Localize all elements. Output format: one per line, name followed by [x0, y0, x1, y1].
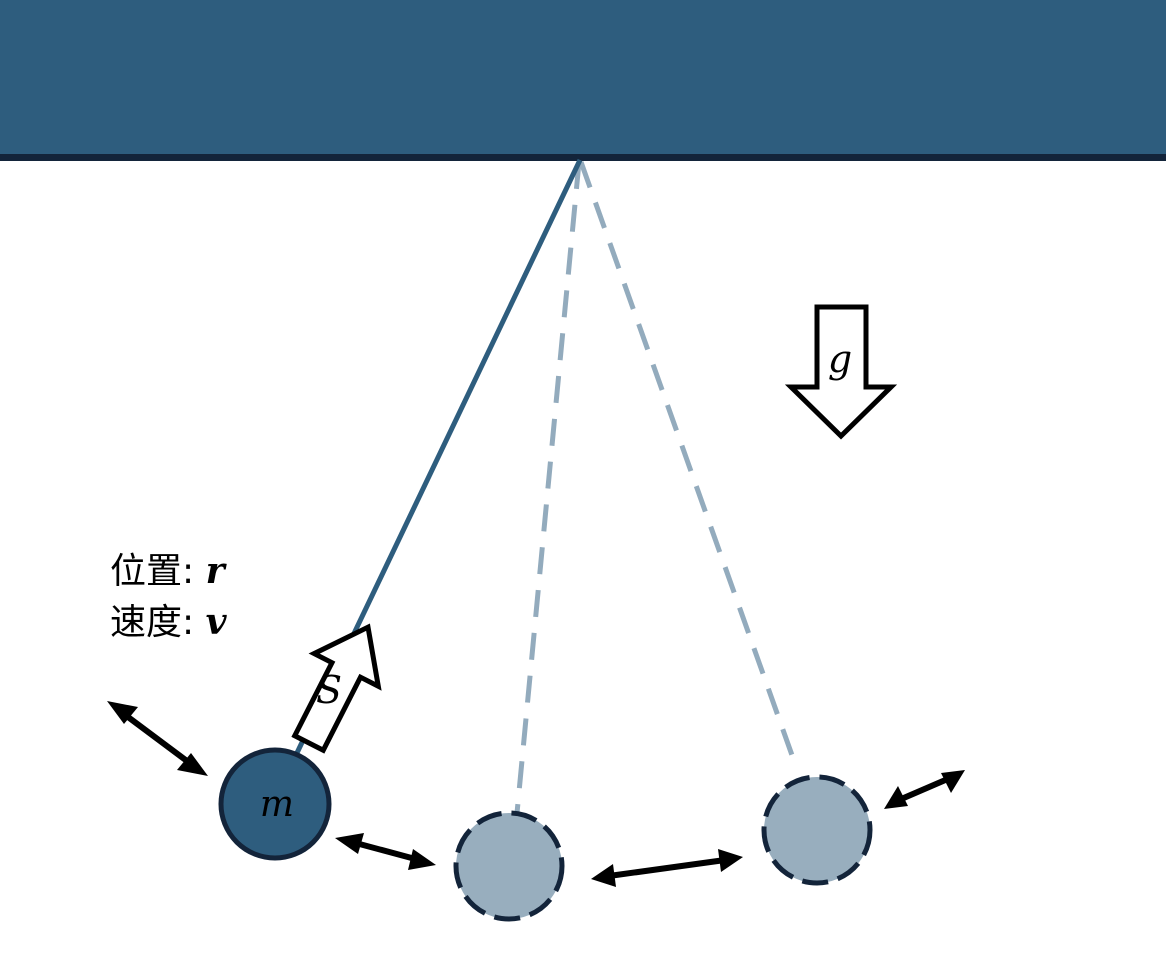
velocity-label: 速度: v: [110, 601, 228, 643]
position-label: 位置: r: [110, 550, 228, 592]
ghost-bob-middle: [453, 810, 565, 922]
gravity-label: g: [828, 337, 852, 381]
gravity-arrow-icon: [784, 304, 898, 440]
ghost-rod-right: [578, 161, 796, 759]
velocity-label-prefix: 速度:: [110, 602, 206, 643]
motion-arrow-bottom-left-icon: [335, 833, 436, 870]
motion-arrow-bottom-middle-icon: [591, 849, 743, 887]
ceiling-edge: [0, 154, 1166, 161]
pendulum-bob: [218, 747, 332, 861]
mass-label: m: [260, 784, 294, 825]
motion-arrow-left-icon: [107, 701, 208, 776]
position-label-prefix: 位置:: [110, 551, 206, 592]
position-symbol: r: [206, 550, 228, 592]
ghost-rod-middle: [514, 161, 582, 814]
tension-arrow-icon: [291, 623, 382, 754]
tension-label: S: [316, 668, 342, 712]
motion-arrow-right-icon: [884, 770, 965, 809]
ghost-bob-right: [761, 774, 873, 886]
velocity-symbol: v: [206, 601, 228, 643]
ceiling: [0, 0, 1166, 156]
